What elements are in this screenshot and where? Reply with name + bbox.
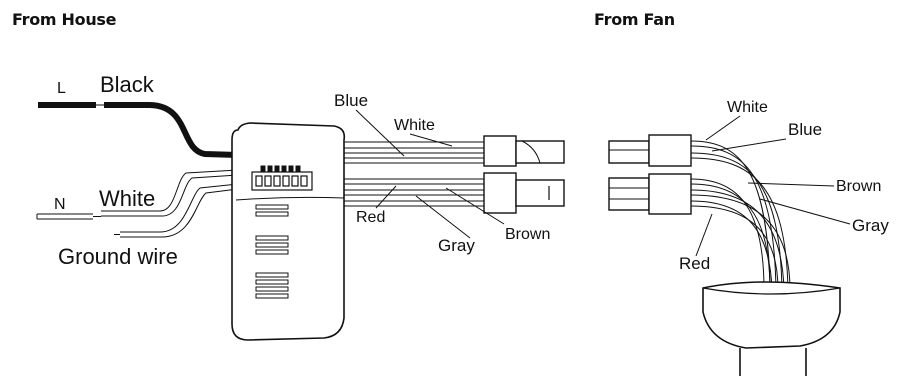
fan-connector-lower <box>608 173 692 215</box>
ground-wire <box>114 183 239 238</box>
from-fan-heading: From Fan <box>594 10 675 29</box>
label-white-house: White <box>99 186 156 211</box>
receiver-connector-lower <box>483 172 565 214</box>
fan-canopy <box>702 281 841 376</box>
label-brown-receiver: Brown <box>505 226 551 243</box>
label-blue-receiver: Blue <box>334 91 369 110</box>
label-gray-fan: Gray <box>852 216 889 235</box>
from-house-heading: From House <box>12 10 117 29</box>
fan-connector-upper <box>608 134 692 167</box>
fan-leaders <box>695 115 851 257</box>
black-wire <box>38 102 239 158</box>
label-white-receiver: White <box>394 117 435 134</box>
label-white-fan: White <box>727 99 768 116</box>
receiver-upper-wires <box>344 141 484 164</box>
label-l: L <box>57 80 66 97</box>
label-ground-wire: Ground wire <box>58 244 178 269</box>
label-blue-fan: Blue <box>788 120 823 139</box>
fan-wires <box>690 140 791 291</box>
receiver-connector-upper <box>483 135 565 167</box>
receiver-lower-wires <box>344 178 484 207</box>
label-brown-fan: Brown <box>836 178 882 195</box>
label-n: N <box>54 196 66 213</box>
receiver-module <box>231 122 346 341</box>
label-gray-receiver: Gray <box>438 236 475 255</box>
neutral-wire <box>36 169 239 220</box>
label-red-fan: Red <box>679 254 711 273</box>
label-red-receiver: Red <box>356 209 386 226</box>
receiver-leaders <box>355 109 505 239</box>
label-black: Black <box>100 72 154 97</box>
